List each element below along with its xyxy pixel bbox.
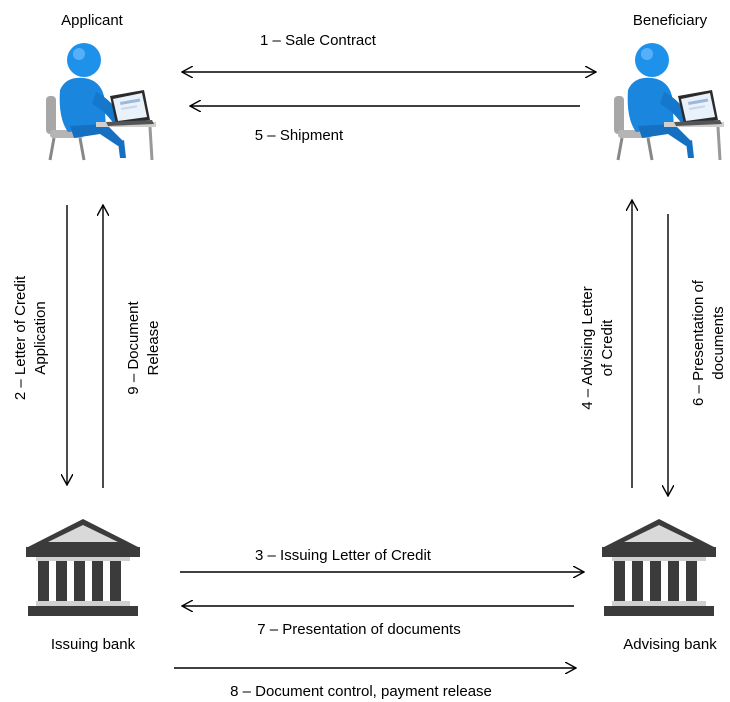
- step-6-label-line-2: documents: [710, 306, 727, 379]
- person-at-laptop-icon: [612, 41, 726, 162]
- advising-bank-label: Advising bank: [623, 636, 717, 653]
- step-4-label-line-2: of Credit: [599, 319, 616, 377]
- step-9-label-line-1: 9 – Document: [125, 300, 142, 394]
- step-4-label-line-1: 4 – Advising Letter: [579, 286, 596, 409]
- step-7-label: 7 – Presentation of documents: [257, 621, 460, 638]
- step-8-label: 8 – Document control, payment release: [230, 683, 492, 700]
- step-2-label-line-2: Application: [32, 301, 49, 374]
- step-3-label: 3 – Issuing Letter of Credit: [255, 547, 432, 564]
- step-2-label-line-1: 2 – Letter of Credit: [12, 275, 29, 400]
- step-5-label: 5 – Shipment: [255, 127, 344, 144]
- issuing-bank-label: Issuing bank: [51, 636, 136, 653]
- step-6-label-line-1: 6 – Presentation of: [690, 279, 707, 406]
- applicant-label: Applicant: [61, 12, 124, 29]
- step-9-label-line-2: Release: [145, 320, 162, 375]
- beneficiary-label: Beneficiary: [633, 12, 708, 29]
- step-1-label: 1 – Sale Contract: [260, 32, 377, 49]
- bank-building-icon: [26, 519, 140, 616]
- person-at-laptop-icon: [44, 41, 158, 162]
- bank-building-icon: [602, 519, 716, 616]
